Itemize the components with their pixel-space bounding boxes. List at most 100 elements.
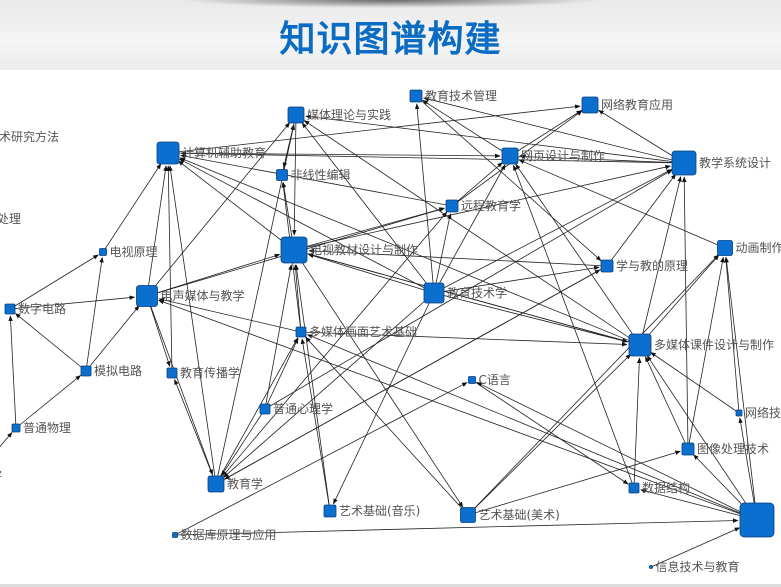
node-box[interactable]: [295, 326, 307, 338]
graph-node[interactable]: 电视教材设计与制作: [280, 236, 418, 264]
graph-edge: [215, 124, 296, 485]
graph-node[interactable]: 计算机辅助教育: [156, 141, 266, 165]
graph-edge: [224, 265, 608, 480]
graph-node[interactable]: 网页设计与制作: [501, 147, 605, 165]
graph-edge: [422, 99, 511, 157]
graph-node[interactable]: 电视原理: [99, 244, 158, 259]
graph-node[interactable]: 信息处理: [0, 211, 21, 226]
graph-node[interactable]: 艺术基础(美术): [460, 507, 560, 523]
graph-node[interactable]: 教育学: [207, 475, 263, 493]
graph-edge: [423, 96, 685, 164]
node-box[interactable]: [276, 169, 288, 181]
graph-edge: [646, 355, 758, 521]
node-box[interactable]: [600, 259, 614, 273]
graph-node[interactable]: 普通物理: [11, 421, 71, 435]
node-box[interactable]: [280, 236, 308, 264]
graph-edge: [598, 109, 685, 164]
node-box[interactable]: [468, 376, 476, 384]
knowledge-graph: 教育技术研究方法信息处理 计算机辅助教育 媒体理论与实践 教育技术管理网络教育应用网页…: [0, 88, 781, 574]
graph-node[interactable]: 教育技术管理: [409, 88, 497, 103]
graph-edge: [294, 264, 331, 512]
node-box[interactable]: [460, 507, 476, 523]
node-box[interactable]: [445, 199, 459, 213]
node-box[interactable]: [323, 504, 337, 518]
graph-node[interactable]: 非线性编辑: [276, 167, 351, 182]
graph-edge: [146, 295, 213, 476]
node-box[interactable]: [409, 89, 423, 103]
graph-edge: [9, 295, 136, 310]
graph-node[interactable]: 数学: [0, 467, 2, 482]
graph-node[interactable]: 多媒体课件设计与制作: [628, 333, 774, 357]
node-label: 数学: [0, 467, 2, 482]
node-label: 计算机辅助教育: [182, 145, 266, 160]
node-label: 普通物理: [23, 421, 71, 435]
node-box[interactable]: [423, 282, 445, 304]
node-label: 非线性编辑: [291, 167, 351, 182]
graph-edge: [639, 176, 682, 346]
node-label: 远程教育学: [461, 198, 521, 213]
graph-node[interactable]: 多媒体画面艺术基础: [295, 325, 417, 339]
graph-edge: [723, 256, 740, 414]
graph-node[interactable]: 信息技术与教育: [649, 559, 740, 574]
node-box[interactable]: [735, 409, 743, 417]
graph-node[interactable]: [739, 502, 775, 538]
node-box[interactable]: [628, 482, 640, 494]
node-box[interactable]: [80, 365, 92, 377]
graph-node[interactable]: 模拟电路: [80, 363, 142, 378]
graph-edge: [292, 114, 297, 236]
graph-node[interactable]: 网络教育应用: [581, 96, 673, 114]
graph-node[interactable]: 教学系统设计: [671, 150, 771, 176]
node-label: 教育传播学: [180, 365, 240, 380]
node-box[interactable]: [99, 248, 107, 256]
graph-node[interactable]: 数据结构: [628, 480, 690, 495]
graph-edge: [467, 254, 719, 516]
graph-node[interactable]: 动画制作: [717, 240, 781, 256]
node-box[interactable]: [156, 141, 180, 165]
graph-node[interactable]: 教育技术研究方法: [0, 129, 59, 144]
graph-edge: [293, 264, 302, 333]
graph-edge: [518, 159, 726, 249]
graph-edge: [102, 163, 162, 253]
graph-node[interactable]: 数字电路: [4, 301, 66, 316]
nodes-layer: 教育技术研究方法信息处理 计算机辅助教育 媒体理论与实践 教育技术管理网络教育应用网页…: [0, 88, 781, 574]
graph-edge: [650, 527, 741, 568]
node-box[interactable]: [717, 240, 733, 256]
graph-edge: [179, 158, 435, 294]
graph-edge: [174, 378, 217, 485]
graph-edge: [168, 165, 217, 485]
node-box[interactable]: [581, 96, 599, 114]
graph-node[interactable]: 教育传播学: [166, 365, 240, 380]
graph-node[interactable]: 远程教育学: [445, 198, 521, 213]
graph-node[interactable]: 学与教的原理: [600, 258, 688, 273]
graph-node[interactable]: 艺术基础(音乐): [323, 503, 420, 518]
node-box[interactable]: [166, 367, 178, 379]
node-box[interactable]: [259, 403, 271, 415]
graph-node[interactable]: 教育技术学: [423, 282, 507, 304]
node-box[interactable]: [11, 423, 21, 433]
node-box[interactable]: [671, 150, 697, 176]
node-box[interactable]: [4, 303, 16, 315]
node-box[interactable]: [739, 502, 775, 538]
node-box[interactable]: [501, 147, 519, 165]
node-box[interactable]: [628, 333, 652, 357]
graph-node[interactable]: C语言: [468, 373, 511, 387]
node-box[interactable]: [172, 532, 178, 538]
graph-node[interactable]: 媒体理论与实践: [287, 106, 391, 124]
node-label: 媒体理论与实践: [307, 107, 391, 122]
graph-node[interactable]: 普通心理学: [259, 401, 333, 416]
graph-edge: [293, 249, 629, 343]
graph-node[interactable]: 图像处理技术: [681, 442, 769, 456]
node-box[interactable]: [681, 442, 695, 456]
node-box[interactable]: [287, 106, 305, 124]
node-label: 网络技术: [745, 405, 781, 420]
graph-node[interactable]: 网络技术: [735, 405, 781, 420]
node-box[interactable]: [649, 565, 653, 569]
node-box[interactable]: [207, 475, 225, 493]
graph-edge: [467, 450, 681, 516]
graph-node[interactable]: 数据库原理与应用: [172, 527, 277, 542]
graph-edge: [433, 169, 673, 294]
graph-edge: [0, 432, 13, 447]
graph-edge: [645, 356, 689, 450]
node-box[interactable]: [136, 285, 158, 307]
graph-node[interactable]: 电声媒体与教学: [136, 285, 245, 307]
